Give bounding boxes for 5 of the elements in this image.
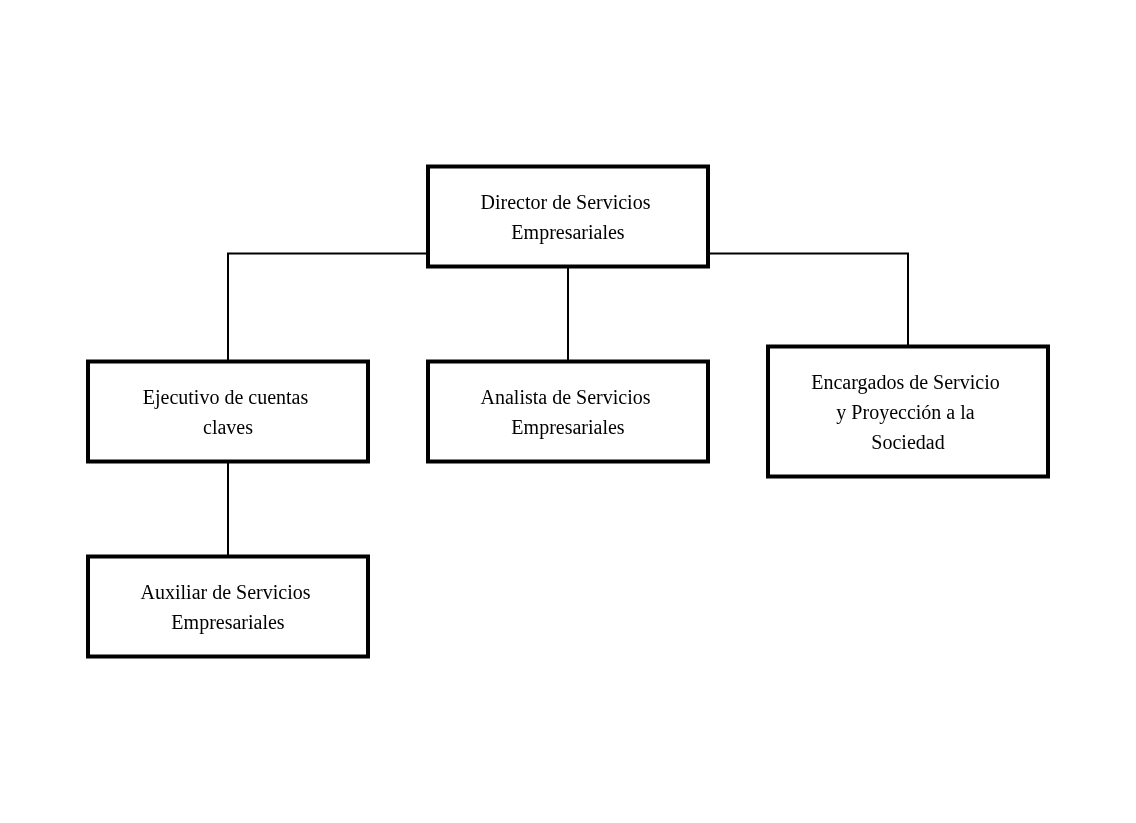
- node-box: Encargados de Servicio y Proyección a la Sociedad: [766, 344, 1050, 479]
- node-box: Director de Servicios Empresariales: [426, 164, 710, 269]
- node-box: Ejecutivo de cuentas claves: [86, 359, 370, 464]
- node-box: Auxiliar de Servicios Empresariales: [86, 554, 370, 659]
- node-box: Analista de Servicios Empresariales: [426, 359, 710, 464]
